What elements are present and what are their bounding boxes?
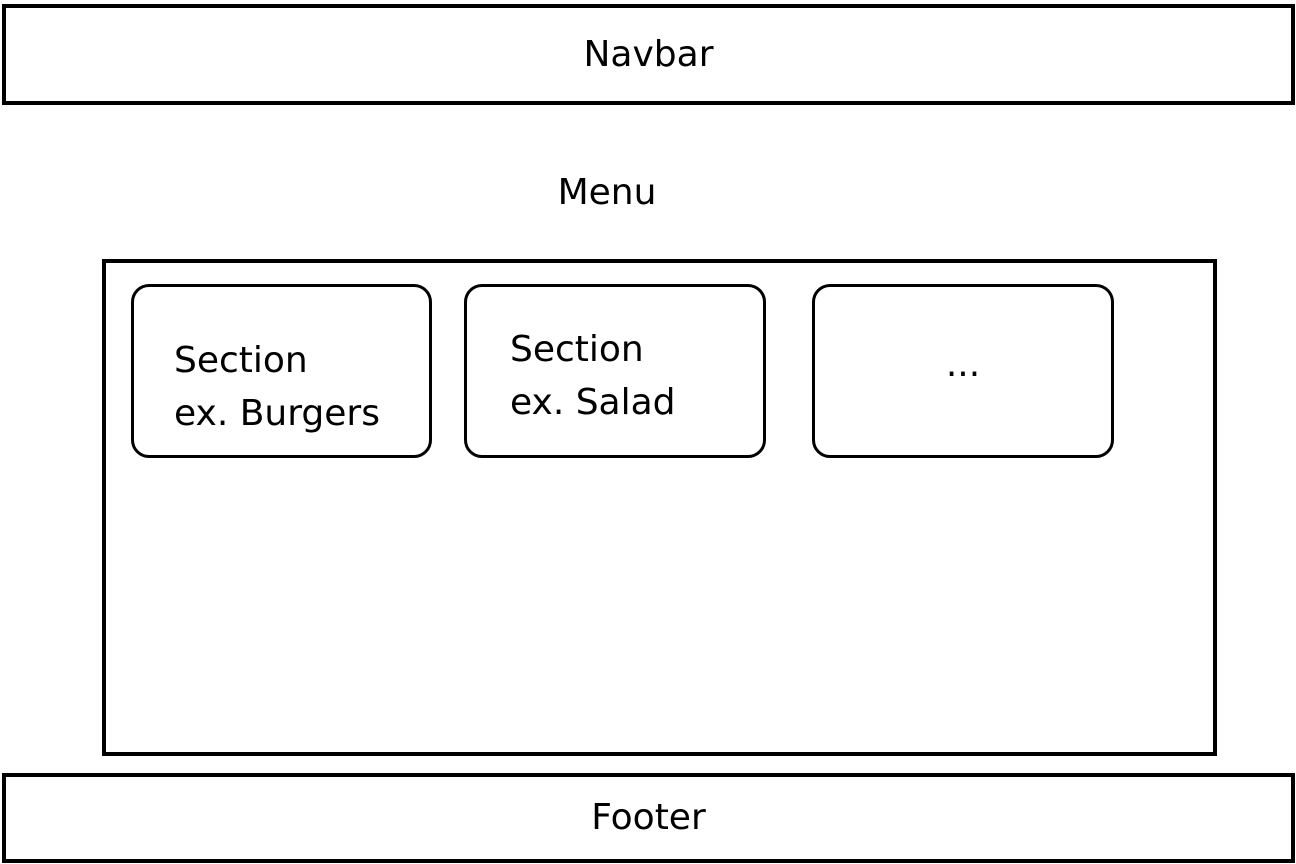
section-card-text: Section ex. Burgers bbox=[174, 334, 380, 440]
section-example: ex. Salad bbox=[510, 382, 676, 423]
section-card-more[interactable]: ... bbox=[812, 284, 1114, 458]
footer-label: Footer bbox=[591, 797, 706, 838]
menu-title: Menu bbox=[557, 172, 657, 213]
section-label: Section bbox=[174, 340, 308, 381]
section-card-burgers[interactable]: Section ex. Burgers bbox=[131, 284, 432, 458]
section-label: Section bbox=[510, 329, 644, 370]
navbar-label: Navbar bbox=[583, 33, 714, 75]
navbar: Navbar bbox=[2, 4, 1295, 105]
footer: Footer bbox=[2, 773, 1295, 863]
more-sections-ellipsis: ... bbox=[945, 344, 981, 385]
section-example: ex. Burgers bbox=[174, 393, 380, 434]
section-card-text: Section ex. Salad bbox=[510, 323, 676, 429]
section-card-salad[interactable]: Section ex. Salad bbox=[464, 284, 766, 458]
